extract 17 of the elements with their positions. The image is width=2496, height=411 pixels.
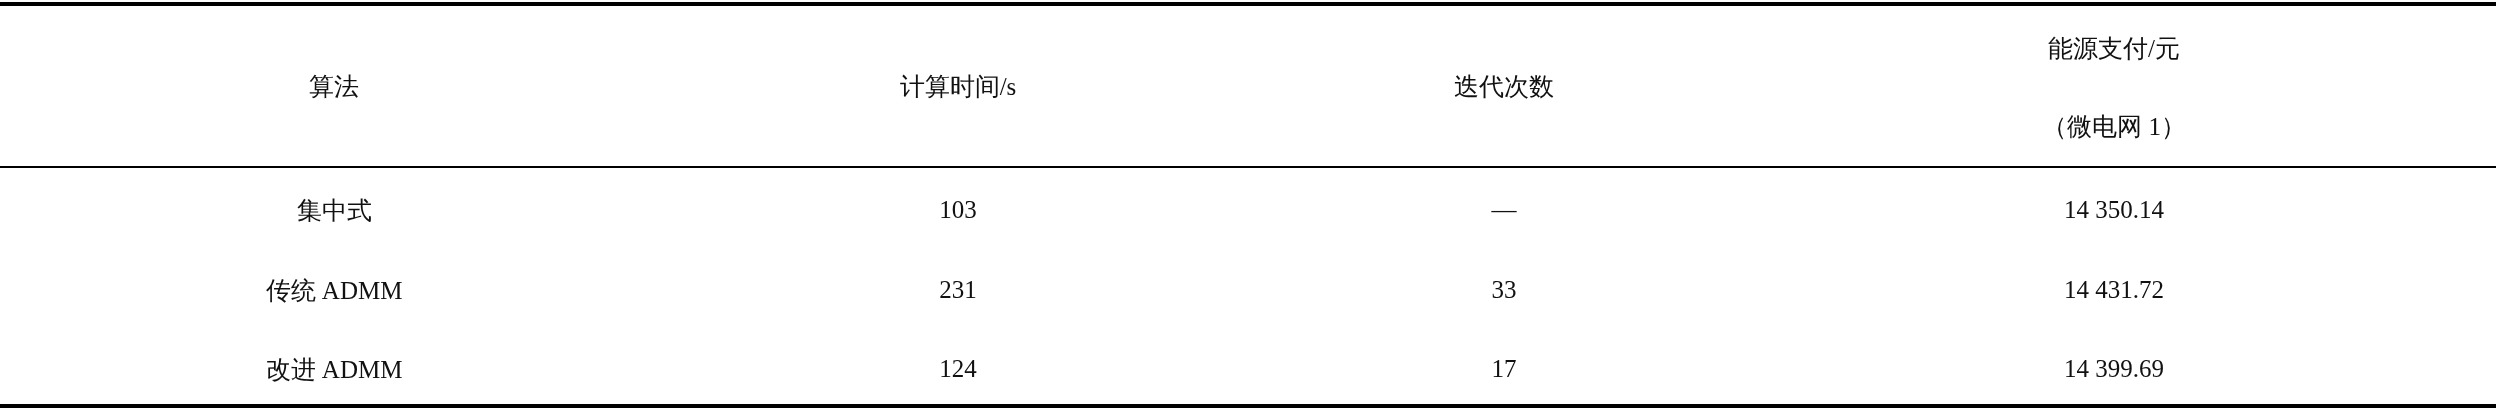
column-header: 计算时间/s bbox=[899, 71, 1017, 102]
column-header: （微电网 1） bbox=[2042, 111, 2186, 142]
table-cell-text: 33 bbox=[1491, 276, 1517, 304]
table-cell-text: 传统 ADMM bbox=[265, 275, 403, 306]
column-header: 能源支付/元 bbox=[2048, 33, 2180, 64]
table-cell-text: 14 431.72 bbox=[2064, 276, 2164, 304]
column-header: 迭代次数 bbox=[1454, 71, 1554, 102]
table-cell-text: 17 bbox=[1491, 355, 1517, 383]
table-cell-text: 改进 ADMM bbox=[265, 354, 403, 385]
table-cell-text: 231 bbox=[939, 276, 977, 304]
table-cell-text: 14 399.69 bbox=[2064, 355, 2164, 383]
table-cell-text: 集中式 bbox=[296, 195, 372, 226]
table-cell-text: 103 bbox=[939, 196, 977, 224]
column-header: 算法 bbox=[309, 71, 359, 102]
table-cell-text: — bbox=[1491, 196, 1517, 224]
table-cell-text: 14 350.14 bbox=[2064, 196, 2164, 224]
table-cell-text: 124 bbox=[939, 355, 977, 383]
